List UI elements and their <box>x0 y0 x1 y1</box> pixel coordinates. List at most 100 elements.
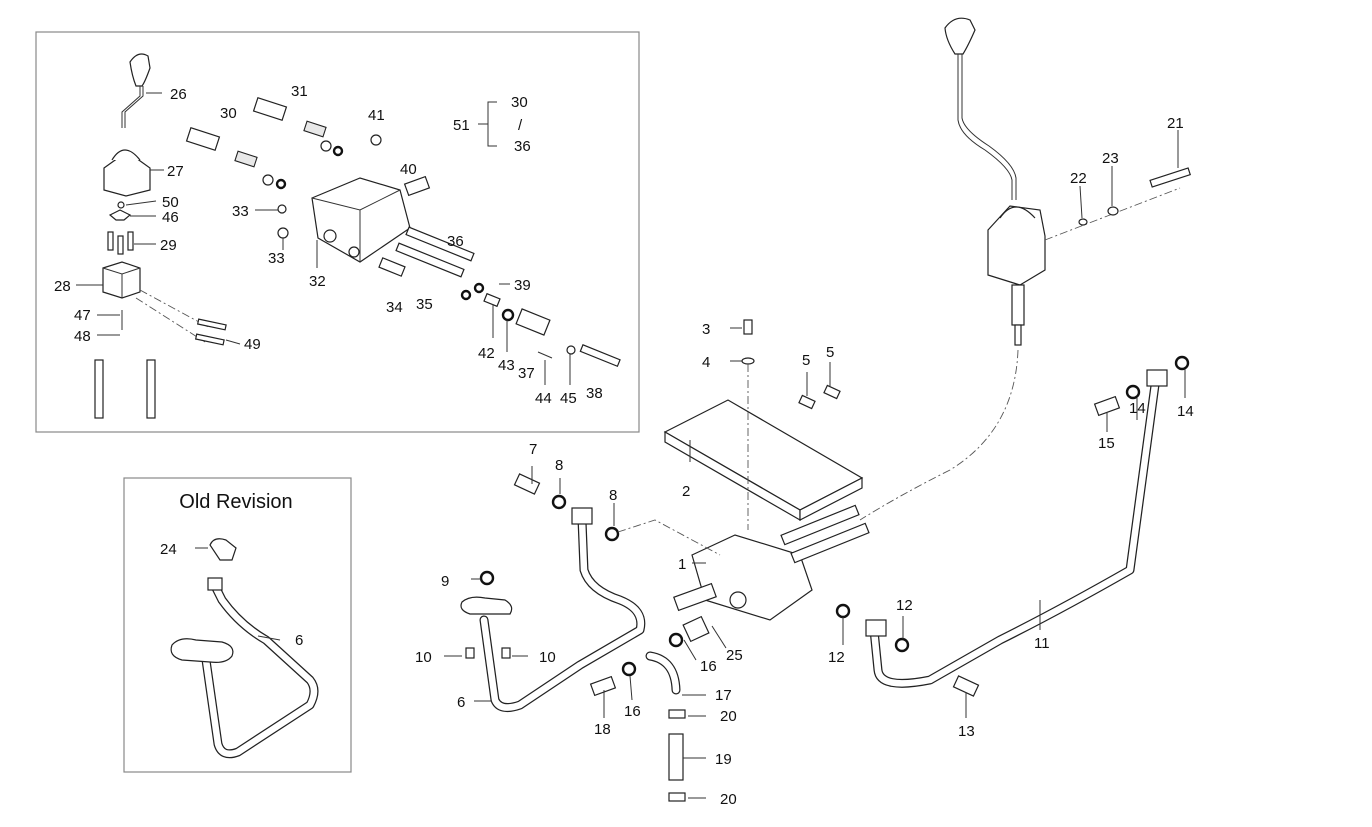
inset-frame <box>35 31 640 433</box>
part-13-banjo-bolt <box>952 675 980 697</box>
label-5a: 5 <box>802 352 810 369</box>
kit-bracket <box>478 101 497 147</box>
label-51-30: 30 <box>511 94 528 111</box>
label-37: 37 <box>518 365 535 382</box>
label-10b: 10 <box>539 649 556 666</box>
part-8-o-ring-b <box>604 526 620 542</box>
part-25-fitting <box>682 615 710 643</box>
part-3-bolt <box>743 319 753 335</box>
o-ring <box>473 282 485 294</box>
part-1-control-valve <box>673 504 870 621</box>
label-11: 11 <box>1034 635 1050 652</box>
label-14a: 14 <box>1129 400 1146 417</box>
label-30: 30 <box>220 105 237 122</box>
part-31-spring-cap <box>252 96 344 157</box>
part-27-housing <box>103 149 151 197</box>
part-14-o-ring-b <box>1174 355 1190 371</box>
tube-nut <box>207 577 223 591</box>
label-19: 19 <box>715 751 732 768</box>
part-19-hose <box>668 733 684 781</box>
part-8-o-ring-a <box>551 494 567 510</box>
part-16-o-ring-a <box>668 632 684 648</box>
label-38: 38 <box>586 385 603 402</box>
part-28-block <box>102 261 141 299</box>
old-revision-title: Old Revision <box>179 491 292 513</box>
label-33a: 33 <box>232 203 249 220</box>
part-41-plug <box>370 134 382 146</box>
part-5-bolt-a <box>798 394 816 410</box>
label-49: 49 <box>244 336 261 353</box>
label-46: 46 <box>162 209 179 226</box>
part-14-o-ring-a <box>1125 384 1141 400</box>
label-25: 25 <box>726 647 743 664</box>
banjo <box>571 507 593 525</box>
part-12-o-ring-a <box>835 603 851 619</box>
axis-line <box>617 519 721 556</box>
label-41: 41 <box>368 107 385 124</box>
label-6-old: 6 <box>295 632 303 649</box>
part-21-bolt <box>1149 167 1192 188</box>
label-50: 50 <box>162 194 179 211</box>
label-51-sep: / <box>518 117 523 134</box>
label-42: 42 <box>478 345 495 362</box>
part-4-washer <box>741 357 755 365</box>
label-14b: 14 <box>1177 403 1194 420</box>
part-20-clamp-a <box>668 709 686 719</box>
part-10-bolt-b <box>501 647 511 659</box>
part-40-fitting <box>403 175 431 197</box>
label-31: 31 <box>291 83 308 100</box>
part-23-washer <box>1107 206 1119 216</box>
flange <box>170 638 234 663</box>
part-2-mounting-plate <box>663 399 864 522</box>
label-20a: 20 <box>720 708 737 725</box>
o-ring <box>460 289 472 301</box>
label-3: 3 <box>702 321 710 338</box>
label-23: 23 <box>1102 150 1119 167</box>
label-36: 36 <box>447 233 464 250</box>
part-15-banjo-bolt <box>1093 395 1121 417</box>
leader-lines <box>76 92 1186 799</box>
label-44: 44 <box>535 390 552 407</box>
label-51: 51 <box>453 117 470 134</box>
part-17-elbow-pipe <box>645 651 681 695</box>
label-22: 22 <box>1070 170 1087 187</box>
part-46 <box>108 209 132 221</box>
old-revision-frame <box>123 477 352 773</box>
label-43: 43 <box>498 357 515 374</box>
part-11-pipe <box>865 369 1168 688</box>
part-12-o-ring-b <box>894 637 910 653</box>
label-6: 6 <box>457 694 465 711</box>
label-18: 18 <box>594 721 611 738</box>
label-40: 40 <box>400 161 417 178</box>
part-45-washer <box>566 345 576 355</box>
label-51-36: 36 <box>514 138 531 155</box>
part-30-spring-cap <box>185 126 287 190</box>
label-4: 4 <box>702 354 710 371</box>
part-9-o-ring <box>479 570 495 586</box>
part-24-elbow <box>209 538 237 561</box>
label-2: 2 <box>682 483 690 500</box>
part-18-banjo-bolt <box>589 675 617 697</box>
label-47: 47 <box>74 307 91 324</box>
label-12b: 12 <box>896 597 913 614</box>
label-8a: 8 <box>555 457 563 474</box>
label-33b: 33 <box>268 250 285 267</box>
label-39: 39 <box>514 277 531 294</box>
label-13: 13 <box>958 723 975 740</box>
part-42 <box>483 292 501 308</box>
label-28: 28 <box>54 278 71 295</box>
joystick-assembly <box>944 17 1046 346</box>
part-43-o-ring <box>501 308 515 322</box>
part-36-spools <box>395 226 475 278</box>
label-9: 9 <box>441 573 449 590</box>
label-20b: 20 <box>720 791 737 808</box>
label-5b: 5 <box>826 344 834 361</box>
part-32-valve-body <box>311 177 411 263</box>
part-5-bolt-b <box>823 384 841 400</box>
label-26: 26 <box>170 86 187 103</box>
part-50 <box>117 201 125 209</box>
banjo <box>865 619 887 637</box>
part-20-clamp-b <box>668 792 686 802</box>
label-15: 15 <box>1098 435 1115 452</box>
